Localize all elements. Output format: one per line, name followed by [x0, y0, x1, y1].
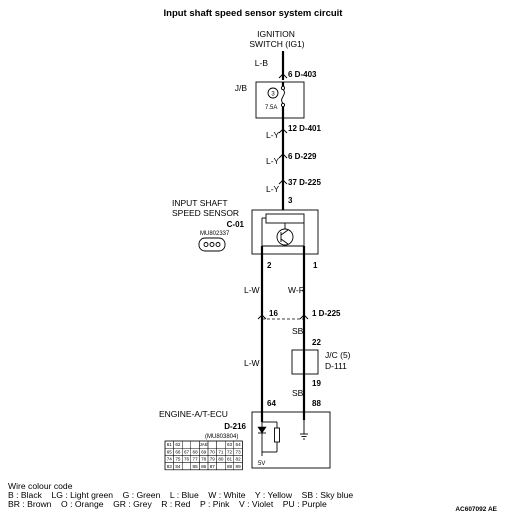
fuse-terminal-bottom	[280, 102, 286, 108]
ecu-grid-pin-label: 75	[175, 457, 181, 462]
sensor-connector-c01: C-01	[227, 220, 245, 229]
connector-d225-top: 37 D-225	[288, 178, 321, 187]
ecu-grid-pin-label: 78	[201, 457, 207, 462]
ecu-grid-pin-label: 72	[227, 449, 233, 454]
connector-d401: 12 D-401	[288, 124, 321, 133]
ecu-grid-pin-label: 65	[167, 449, 173, 454]
ecu-grid-pin-label: 62	[175, 442, 181, 447]
ecu-grid-pin-label: JAE	[199, 442, 207, 447]
ecu-name: ENGINE-A/T-ECU	[159, 409, 228, 419]
junction-block	[255, 81, 305, 119]
sensor-label-line1: INPUT SHAFT	[172, 198, 228, 208]
ecu-grid-pin-label: 64	[236, 442, 242, 447]
jc-connector: D-111	[325, 361, 347, 371]
sensor-pin-hole-1	[203, 242, 209, 247]
jc-pin-22: 22	[312, 338, 321, 347]
wire-color-sb-lower: SB	[292, 388, 304, 398]
ecu-grid-pin-label: 66	[175, 449, 181, 454]
dc-right-d225: 1 D-225	[312, 309, 341, 318]
fuse-number: 3	[271, 92, 275, 98]
ecu-grid-pin-label: 81	[227, 457, 233, 462]
connector-mark-d403	[278, 73, 288, 79]
ecu-grid-pin-label: 73	[236, 449, 242, 454]
dc-left-16: 16	[269, 309, 278, 318]
ecu-grid-pin-label: 67	[184, 449, 190, 454]
legend-title: Wire colour code	[8, 481, 73, 491]
ecu-grid-pin-label: 74	[167, 457, 173, 462]
ecu-grid-pin-label: 76	[184, 457, 190, 462]
ecu-grid-pin-label: 85	[193, 464, 199, 469]
ecu-grid-pin-label: 88	[227, 464, 233, 469]
ecu-grid-pin-label: 70	[210, 449, 216, 454]
ecu-grid-pin-label: 82	[236, 457, 242, 462]
transistor-icon	[276, 228, 294, 246]
ecu-grid-pin-label: 86	[201, 464, 207, 469]
wire-color-ly-1: L-Y	[266, 130, 280, 140]
fuse-symbol	[281, 89, 285, 104]
ecu-grid-pin-label: 68	[193, 449, 199, 454]
ignition-switch-label-line2: SWITCH (IG1)	[249, 39, 304, 49]
ecu-box	[251, 411, 331, 469]
sensor-pin-3: 3	[288, 196, 293, 205]
ecu-grid-pin-label: 79	[210, 457, 216, 462]
wire-color-ly-3: L-Y	[266, 184, 280, 194]
connector-mark-d401	[278, 128, 288, 134]
ecu-grid-pin-label: 84	[175, 464, 181, 469]
ecu-grid-cell	[233, 462, 243, 471]
transistor-emitter	[280, 238, 289, 245]
jc-label: J/C (5)	[325, 350, 351, 360]
ecu-pin-88: 88	[312, 399, 321, 408]
wire-color-lw-upper: L-W	[244, 285, 260, 295]
legend-line2: BR : Brown O : Orange GR : Grey R : Red …	[8, 499, 327, 509]
ecu-grid-pin-label: 83	[167, 464, 173, 469]
ecu-grid-pin-label: 71	[218, 449, 224, 454]
connector-d403: 6 D-403	[288, 70, 317, 79]
ecu-diode-icon	[257, 426, 267, 434]
ecu-pin-64: 64	[267, 399, 276, 408]
jc-pin-19: 19	[312, 379, 321, 388]
ecu-grid-pin-label: 63	[227, 442, 233, 447]
wire-color-wr: W-R	[288, 285, 305, 295]
ecu-grid-pin-label: 87	[210, 464, 216, 469]
ecu-grid-pin-label: 69	[201, 449, 207, 454]
connector-mark-d229	[278, 153, 288, 159]
figure-code: AC607092 AE	[455, 506, 497, 513]
connector-mark-right-d225	[299, 314, 309, 320]
wire-color-lb: L-B	[255, 58, 269, 68]
sensor-pin-2: 2	[267, 261, 272, 270]
connector-mark-left-16	[257, 314, 267, 320]
ecu-part-number: (MU803804)	[205, 434, 238, 440]
sensor-part-number: MU802337	[200, 231, 230, 237]
sensor-pin-hole-2	[209, 242, 215, 247]
sensor-label-line2: SPEED SENSOR	[172, 208, 239, 218]
wire-color-ly-2: L-Y	[266, 156, 280, 166]
sensor-pin-hole-3	[215, 242, 221, 247]
ecu-grid-pin-label: 89	[236, 464, 242, 469]
diagram-title: Input shaft speed sensor system circuit	[164, 8, 344, 19]
transistor-collector	[280, 229, 289, 236]
wire-color-sb-upper: SB	[292, 326, 304, 336]
ecu-grid-pin-label: 77	[193, 457, 199, 462]
legend-line1: B : Black LG : Light green G : Green L :…	[8, 490, 353, 500]
fuse-rating: 7.5A	[265, 105, 277, 111]
connector-mark-d225-top	[278, 179, 288, 185]
sensor-connector-face-icon	[198, 237, 226, 252]
ecu-grid-pin-label: 80	[218, 457, 224, 462]
ecu-connector-d216: D-216	[224, 422, 246, 431]
sensor-pin-1: 1	[313, 261, 318, 270]
wire-color-lw-lower: L-W	[244, 358, 260, 368]
ecu-grid-pin-label: 61	[167, 442, 173, 447]
fuse-number-circle	[267, 87, 279, 99]
junction-block-label: J/B	[235, 83, 248, 93]
ignition-switch-label-line1: IGNITION	[257, 29, 295, 39]
ecu-5v-label: 5V	[258, 461, 265, 467]
connector-d229: 6 D-229	[288, 152, 317, 161]
